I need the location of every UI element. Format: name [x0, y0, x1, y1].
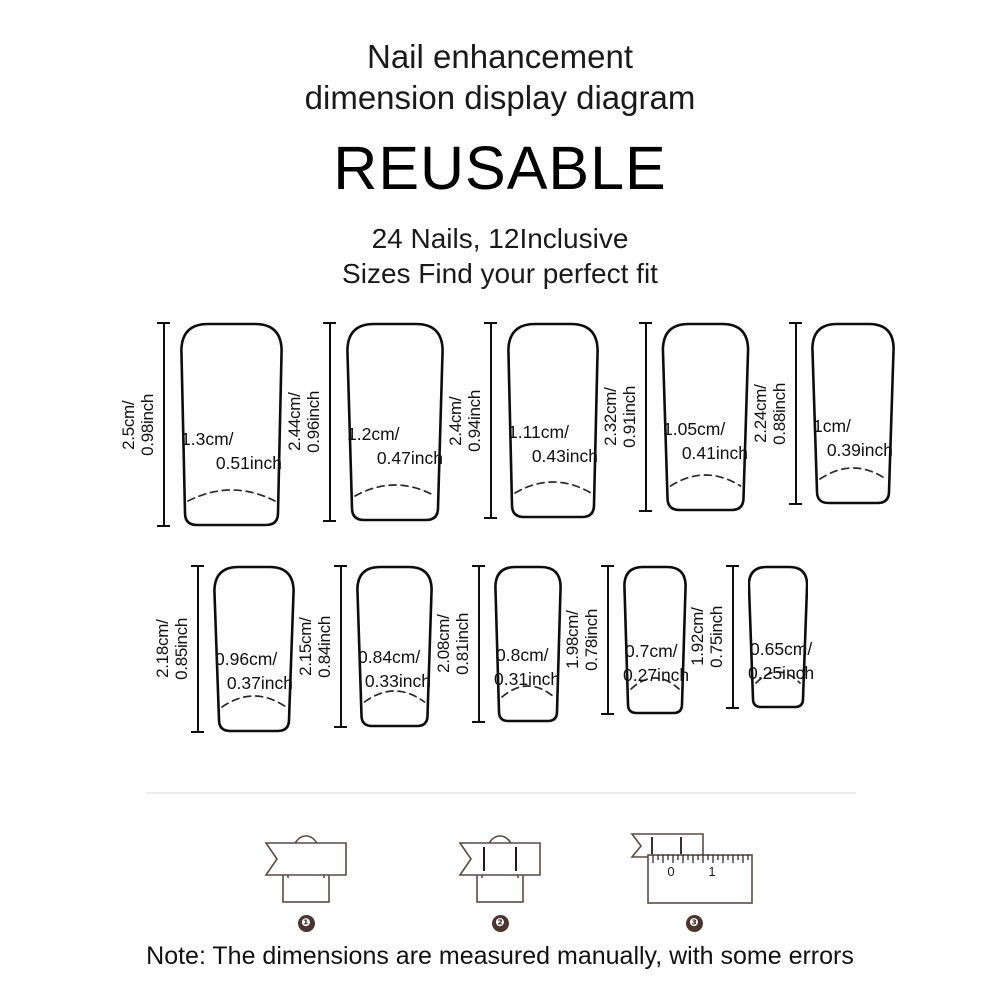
nail-measure-ticks-icon: [458, 835, 541, 903]
length-dimension-label: 2.08cm/ 0.81inch: [434, 613, 472, 675]
nail-outline-icon: [213, 565, 295, 733]
length-dimension-label: 2.15cm/ 0.84inch: [296, 615, 334, 678]
how-to-step-2: ❷: [425, 822, 575, 932]
nail-shape: 0.7cm/0.27inch: [623, 565, 689, 715]
page-title-line-2: dimension display diagram: [304, 79, 696, 116]
length-dimension: 2.4cm/ 0.94inch: [445, 322, 497, 519]
dimension-bracket: [639, 322, 652, 512]
dimension-bracket: [334, 565, 347, 728]
subtitle-line-1: 24 Nails, 12Inclusive: [371, 223, 629, 254]
nail-size-cell: 2.5cm/ 0.98inch 1.3cm/0.51inch: [118, 322, 284, 527]
subtitle-line-2: Sizes Find your perfect fit: [342, 258, 658, 289]
nail-outline-icon: [180, 322, 283, 527]
length-dimension-label: 2.18cm/ 0.85inch: [153, 618, 191, 680]
length-dimension-label: 1.98cm/ 0.78inch: [563, 609, 601, 671]
nail-outline-icon: [623, 565, 687, 715]
step-number-3: ❸: [685, 915, 703, 932]
nail-size-cell: 2.08cm/ 0.81inch 0.8cm/0.31inch: [433, 565, 562, 723]
how-to-step-1: ❶: [231, 822, 381, 932]
nail-shape: 0.8cm/0.31inch: [494, 565, 562, 723]
dimension-bracket: [472, 565, 485, 723]
nail-shape: 1.3cm/0.51inch: [179, 322, 284, 527]
dimension-bracket: [601, 565, 614, 715]
length-dimension: 1.92cm/ 0.75inch: [687, 565, 739, 709]
step-number-1: ❶: [297, 915, 315, 932]
length-dimension-label: 2.24cm/ 0.88inch: [751, 382, 789, 445]
nail-size-cell: 2.24cm/ 0.88inch 1cm/0.39inch: [750, 322, 895, 505]
length-dimension-label: 2.32cm/ 0.91inch: [601, 386, 639, 448]
nail-outline-icon: [507, 322, 599, 519]
step-number-2: ❷: [491, 915, 509, 932]
nail-shape: 1.2cm/0.47inch: [345, 322, 445, 522]
length-dimension: 2.32cm/ 0.91inch: [600, 322, 652, 512]
disclaimer-note: Note: The dimensions are measured manual…: [146, 942, 854, 970]
length-dimension: 2.08cm/ 0.81inch: [433, 565, 485, 723]
brand-heading: REUSABLE: [333, 134, 667, 202]
dimension-bracket: [191, 565, 204, 733]
nail-size-cell: 2.15cm/ 0.84inch 0.84cm/0.33inch: [295, 565, 433, 728]
nail-outline-icon: [356, 565, 433, 728]
nail-outline-icon: [811, 322, 895, 505]
ruler-tick-0-label: 0: [667, 864, 674, 879]
length-dimension-label: 2.44cm/ 0.96inch: [285, 391, 323, 453]
length-dimension: 2.18cm/ 0.85inch: [152, 565, 204, 733]
dimension-bracket: [726, 565, 739, 709]
nail-shape: 1cm/0.39inch: [811, 322, 895, 505]
length-dimension: 2.15cm/ 0.84inch: [295, 565, 347, 728]
dimension-bracket: [323, 322, 336, 522]
nail-shape: 0.65cm/0.25inch: [748, 565, 814, 709]
nail-outline-icon: [494, 565, 562, 723]
how-to-measure-section: ❶ ❷: [0, 822, 1000, 932]
ruler-icon: 0 1: [630, 833, 753, 904]
nail-shape: 1.05cm/0.41inch: [661, 322, 750, 512]
section-divider: [146, 792, 856, 794]
nail-outline-icon: [748, 565, 808, 709]
length-dimension: 2.24cm/ 0.88inch: [750, 322, 802, 505]
nail-shape: 0.96cm/0.37inch: [213, 565, 295, 733]
length-dimension-label: 1.92cm/ 0.75inch: [688, 606, 726, 668]
nail-size-cell: 2.44cm/ 0.96inch 1.2cm/0.47inch: [284, 322, 445, 522]
nail-outline-icon: [346, 322, 444, 522]
dimension-bracket: [789, 322, 802, 505]
nail-shape: 1.11cm/0.43inch: [506, 322, 600, 519]
nail-size-cell: 1.92cm/ 0.75inch 0.65cm/0.25inch: [687, 565, 814, 709]
length-dimension: 2.44cm/ 0.96inch: [284, 322, 336, 522]
ruler-tick-1-label: 1: [708, 864, 715, 879]
how-to-step-3: 0 1 ❸: [619, 822, 769, 932]
nail-size-cell: 1.98cm/ 0.78inch 0.7cm/0.27inch: [562, 565, 689, 715]
page-title-line-1: Nail enhancement: [367, 38, 633, 75]
length-dimension-label: 2.4cm/ 0.94inch: [446, 389, 484, 452]
nail-measure-icon: [264, 835, 347, 903]
dimension-bracket: [484, 322, 497, 519]
nail-size-cell: 2.32cm/ 0.91inch 1.05cm/0.41inch: [600, 322, 750, 512]
nail-shape: 0.84cm/0.33inch: [356, 565, 433, 728]
page-header: Nail enhancement dimension display diagr…: [0, 0, 1000, 291]
nail-outline-icon: [661, 322, 750, 512]
dimension-bracket: [157, 322, 170, 527]
length-dimension: 1.98cm/ 0.78inch: [562, 565, 614, 715]
length-dimension: 2.5cm/ 0.98inch: [118, 322, 170, 527]
length-dimension-label: 2.5cm/ 0.98inch: [119, 393, 157, 456]
nail-size-cell: 2.4cm/ 0.94inch 1.11cm/0.43inch: [445, 322, 600, 519]
nail-size-cell: 2.18cm/ 0.85inch 0.96cm/0.37inch: [152, 565, 295, 733]
